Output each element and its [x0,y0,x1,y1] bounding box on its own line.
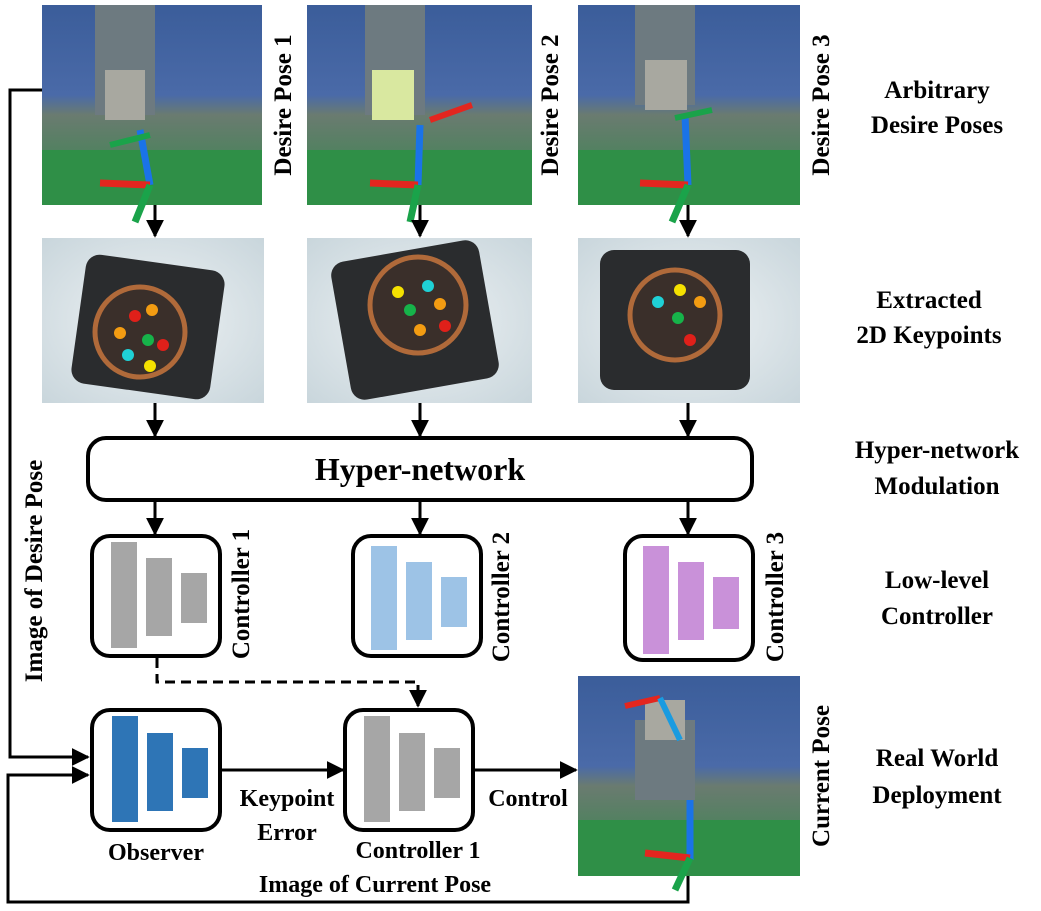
bottom-controller-block [343,708,475,832]
controller-1-layer [181,573,207,623]
controller-3-layer [678,562,704,640]
controller-3-block [623,534,755,662]
stage-hyper-line1: Hyper-network [855,437,1019,464]
desire-pose-photo-1 [42,5,262,224]
bottom-controller-layer [434,748,460,798]
current-pose-label: Current Pose [808,705,835,847]
observer-layer [182,748,208,798]
controller-1-label: Controller 1 [228,529,255,659]
controller-3-layer [713,577,739,629]
controller-2-label: Controller 2 [488,532,515,662]
controller-3-label: Controller 3 [762,532,789,662]
stage-realworld-line1: Real World [876,745,999,772]
stage-realworld-line2: Deployment [872,782,1002,809]
keypoint-error-label-line1: Keypoint [240,786,335,812]
stage-keypoints-line1: Extracted [876,287,982,314]
stage-arbitrary-line1: Arbitrary [884,77,990,104]
stage-arbitrary-line2: Desire Poses [871,112,1003,139]
observer-label: Observer [108,840,204,866]
observer-layer [112,716,138,822]
image-of-current-pose-label: Image of Current Pose [259,872,492,898]
stage-lowlevel-line2: Controller [881,603,993,630]
keypoint-error-label-line2: Error [257,820,317,846]
bottom-controller-layer [399,733,425,811]
control-label: Control [488,786,568,812]
controller-1-layer [146,558,172,636]
controller-1-layer [111,542,137,648]
desire-pose-3-label: Desire Pose 3 [808,34,835,175]
desire-pose-photo-2 [307,5,532,223]
stage-hyper-line2: Modulation [874,473,999,500]
controller-1-block [90,534,222,658]
desire-pose-2-label: Desire Pose 2 [537,34,564,175]
keypoint-photo-3 [578,238,800,403]
controller-2-layer [406,562,432,640]
stage-lowlevel-line1: Low-level [885,567,989,594]
stage-keypoints-line2: 2D Keypoints [856,322,1001,349]
controller-2-layer [371,546,397,650]
observer-layer [147,733,173,811]
keypoint-photo-2 [307,238,532,403]
current-pose-photo [578,676,800,892]
controller-2-layer [441,577,467,627]
image-of-desire-pose-label: Image of Desire Pose [21,460,48,682]
desire-pose-1-label: Desire Pose 1 [270,34,297,175]
desire-pose-photo-3 [578,5,800,224]
controller-2-block [351,534,483,658]
bottom-controller-label: Controller 1 [355,838,480,864]
controller-3-layer [643,546,669,654]
observer-block [90,708,222,832]
hypernetwork-label: Hyper-network [315,451,526,487]
keypoint-photo-1 [42,238,264,403]
bottom-controller-layer [364,716,390,822]
